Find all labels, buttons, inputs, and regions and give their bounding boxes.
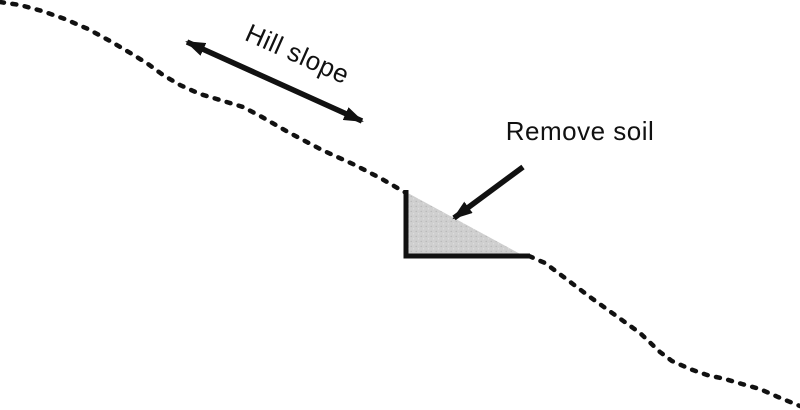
- hill-slope-label: Hill slope: [241, 18, 354, 90]
- cut-outline: [403, 190, 530, 259]
- hillslope-profile-lower: [526, 253, 800, 409]
- remove-soil-arrow-icon: [452, 164, 525, 221]
- remove-soil-area: [406, 192, 524, 256]
- remove-soil-label: Remove soil: [506, 116, 655, 146]
- hill-slope-double-arrow-icon: [185, 39, 364, 124]
- hillslope-profile-upper: [0, 0, 409, 196]
